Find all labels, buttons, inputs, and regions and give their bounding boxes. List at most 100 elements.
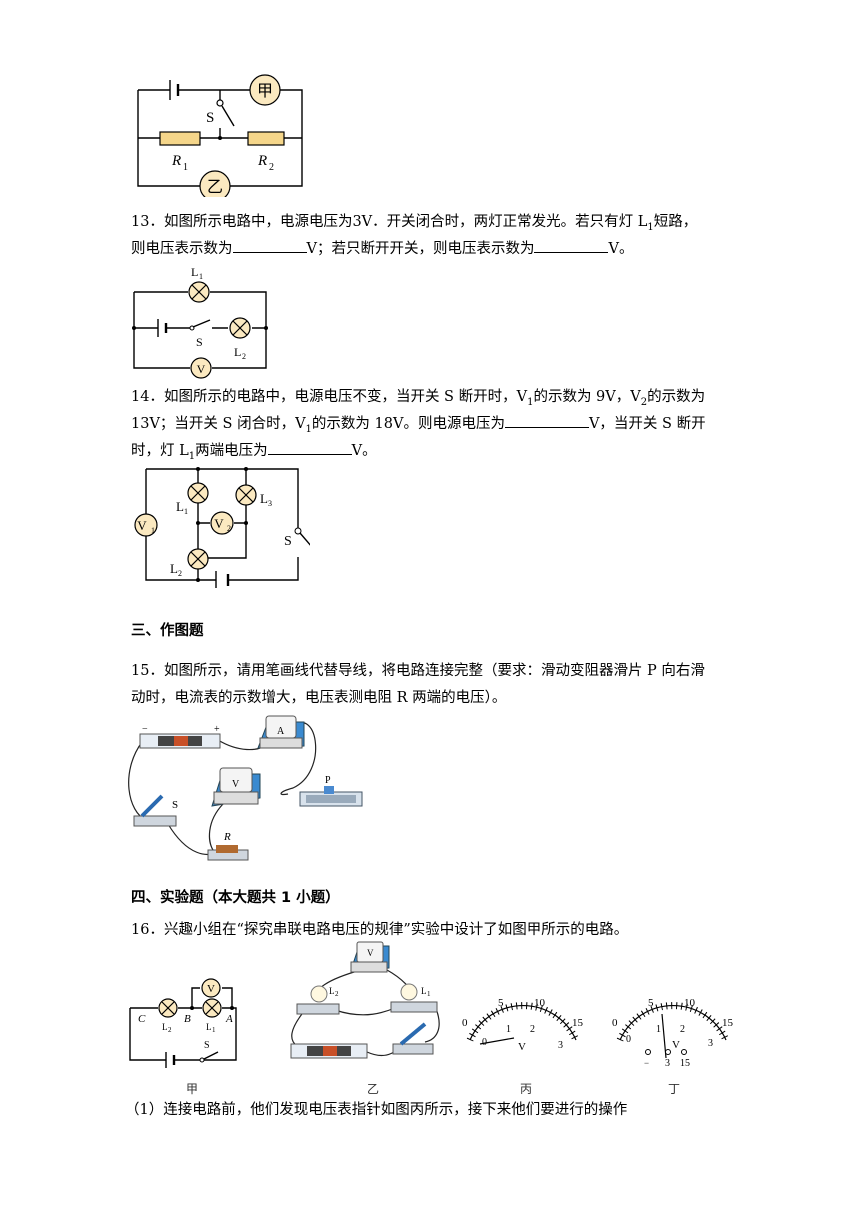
svg-text:R: R xyxy=(223,831,231,843)
r2-sub: 2 xyxy=(269,162,274,173)
section-4-title: 四、实验题（本大题共 1 小题） xyxy=(131,890,340,906)
svg-text:1: 1 xyxy=(199,272,203,281)
svg-text:2: 2 xyxy=(168,1026,172,1034)
lamp-l1-icon xyxy=(188,281,210,303)
l1-label: L xyxy=(191,265,198,279)
q14-blank-1[interactable] xyxy=(504,411,589,428)
switch-icon xyxy=(392,1043,434,1055)
svg-text:L: L xyxy=(206,1022,212,1032)
svg-text:L: L xyxy=(170,561,178,576)
svg-text:S: S xyxy=(204,1040,210,1051)
svg-text:A: A xyxy=(225,1013,233,1025)
svg-text:2: 2 xyxy=(335,990,339,998)
svg-text:L: L xyxy=(260,491,268,506)
q13-line1: 13．如图所示电路中，电源电压为3V．开关闭合时，两灯正常发光。若只有灯 L1短… xyxy=(131,214,698,233)
figure-q12-circuit: 甲 乙 S R 1 R 2 xyxy=(137,74,303,197)
svg-text:−: − xyxy=(142,724,148,735)
svg-text:2: 2 xyxy=(530,1024,535,1035)
svg-text:V: V xyxy=(137,518,147,533)
svg-text:0: 0 xyxy=(612,1017,618,1029)
svg-text:L: L xyxy=(176,499,184,514)
figure-q16-jia: V C B A L 2 L 1 S xyxy=(129,978,237,1068)
q14-blank-2[interactable] xyxy=(267,438,352,455)
svg-text:5: 5 xyxy=(648,997,654,1009)
q13-blank-1[interactable] xyxy=(232,236,307,253)
r1-sub: 1 xyxy=(183,162,188,173)
section-3-title: 三、作图题 xyxy=(131,623,204,639)
svg-text:1: 1 xyxy=(656,1024,661,1035)
svg-text:V: V xyxy=(367,948,374,958)
svg-text:10: 10 xyxy=(684,997,696,1009)
svg-text:0: 0 xyxy=(626,1034,631,1045)
svg-text:L: L xyxy=(421,986,427,996)
svg-text:V: V xyxy=(518,1041,526,1053)
svg-text:3: 3 xyxy=(268,499,272,508)
svg-text:+: + xyxy=(214,724,220,735)
voltmeter-v2-icon xyxy=(210,511,234,535)
q13-blank-2[interactable] xyxy=(534,236,609,253)
meter-yi-label: 乙 xyxy=(207,179,223,196)
r2-label: R xyxy=(257,153,267,169)
svg-text:S: S xyxy=(172,799,178,811)
lamp-l2-icon xyxy=(229,317,251,339)
s-label: S xyxy=(196,335,203,349)
svg-text:A: A xyxy=(277,726,285,737)
r1-label: R xyxy=(171,153,181,169)
svg-text:3: 3 xyxy=(558,1040,563,1051)
svg-text:1: 1 xyxy=(151,526,155,535)
svg-text:V: V xyxy=(214,516,224,531)
switch-s xyxy=(192,319,211,328)
lamp-l2-holder xyxy=(296,1003,340,1015)
svg-text:2: 2 xyxy=(227,524,231,533)
svg-text:−: − xyxy=(644,1058,649,1068)
svg-text:15: 15 xyxy=(680,1058,690,1069)
figure-q15-apparatus: − + A P V S R xyxy=(128,715,363,861)
meter-jia-label: 甲 xyxy=(257,83,273,100)
caption-ding: 丁 xyxy=(668,1082,681,1096)
svg-text:C: C xyxy=(138,1013,146,1025)
lamp-l1-holder xyxy=(390,1001,438,1013)
caption-jia: 甲 xyxy=(186,1082,199,1096)
caption-yi: 乙 xyxy=(367,1082,380,1096)
voltmeter-v1-icon xyxy=(134,513,158,537)
svg-text:B: B xyxy=(184,1013,191,1025)
l2-label: L xyxy=(234,345,241,359)
svg-text:3: 3 xyxy=(708,1038,713,1049)
figure-q16-yi: V L 2 L 1 xyxy=(290,941,440,1059)
figure-q16-ding-meter: 0 5 10 15 0 1 2 3 V − 3 15 xyxy=(612,997,734,1069)
svg-text:10: 10 xyxy=(534,997,546,1009)
svg-text:0: 0 xyxy=(482,1037,487,1048)
voltmeter-label: V xyxy=(197,362,206,376)
svg-text:1: 1 xyxy=(212,1026,216,1034)
svg-text:0: 0 xyxy=(462,1017,468,1029)
svg-text:V: V xyxy=(207,983,215,995)
caption-bing: 丙 xyxy=(520,1082,533,1096)
lamp-l2-icon xyxy=(187,548,209,570)
lamp-l3-icon xyxy=(235,484,257,506)
switch-icon xyxy=(133,815,177,827)
svg-text:1: 1 xyxy=(427,990,431,998)
svg-text:5: 5 xyxy=(498,997,504,1009)
lamp-l2-icon xyxy=(158,998,178,1018)
figure-q16-bing-meter: 0 5 10 15 1 2 3 0 V xyxy=(462,997,584,1053)
svg-text:1: 1 xyxy=(184,507,188,516)
voltmeter-icon xyxy=(190,357,212,379)
q15-line2: 动时，电流表的示数增大，电压表测电阻 R 两端的电压）。 xyxy=(131,690,507,706)
svg-text:L: L xyxy=(162,1022,168,1032)
meter-pointer xyxy=(479,1037,515,1045)
q14-line1: 14．如图所示的电路中，电源电压不变，当开关 S 断开时，V1的示数为 9V，V… xyxy=(131,389,706,408)
voltmeter-icon xyxy=(201,978,221,998)
svg-text:V: V xyxy=(672,1039,680,1051)
q15-line1: 15．如图所示，请用笔画线代替导线，将电路连接完整（要求：滑动变阻器滑片 P 向… xyxy=(131,663,705,679)
resistor-r1 xyxy=(159,131,201,146)
figure-q13-circuit: V L 1 S L 2 xyxy=(132,265,268,379)
svg-text:15: 15 xyxy=(572,1017,584,1029)
svg-text:2: 2 xyxy=(680,1024,685,1035)
q16-line1: 16．兴趣小组在“探究串联电路电压的规律”实验中设计了如图甲所示的电路。 xyxy=(131,922,629,938)
svg-text:S: S xyxy=(284,534,292,549)
meter-jia-icon xyxy=(249,74,281,106)
switch-s xyxy=(221,105,235,127)
